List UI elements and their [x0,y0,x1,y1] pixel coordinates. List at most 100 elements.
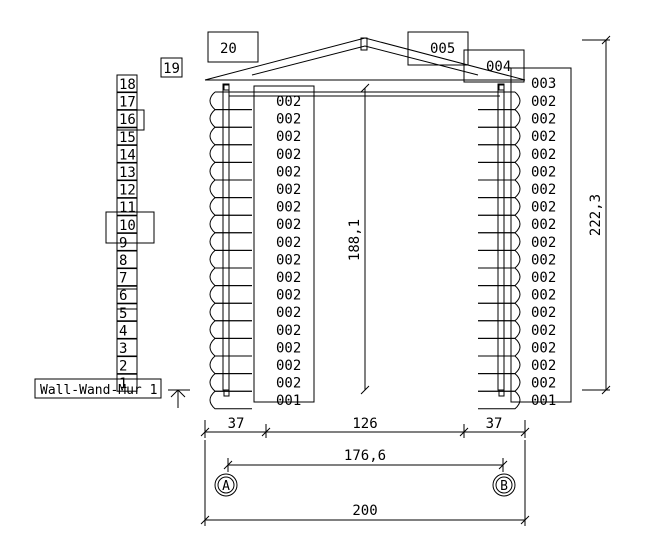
log-number: 11 [119,200,136,216]
log-course [209,179,252,199]
log-course [209,232,252,251]
left-column-label: 002 [276,305,301,321]
log-course [478,91,521,111]
log-number-box [116,320,138,339]
log-course [209,285,252,304]
log-course [209,267,252,287]
right-column-label: 002 [531,235,556,251]
axis-distance-label: 176,6 [344,448,386,464]
right-column-labels: 0020020020020020020020020020020020020020… [531,94,556,409]
log-number-box [116,373,138,392]
log-course [209,302,252,322]
log-number: 15 [119,130,136,146]
roof-tag-ridge-right: 004 [463,49,525,83]
log-number: 18 [119,77,136,93]
log-course [478,267,521,287]
log-number: 6 [119,288,127,304]
right-column-label: 002 [531,217,556,233]
right-column-label: 002 [531,358,556,374]
left-column-label: 002 [276,358,301,374]
log-course [209,390,252,410]
right-column-label: 002 [531,376,556,392]
overall-width-label: 200 [352,503,377,519]
left-column-label: 002 [276,252,301,268]
log-course [209,355,252,375]
right-column-label: 002 [531,200,556,216]
log-number-box [116,144,138,163]
log-number: 10 [119,218,136,234]
log-number-box [116,215,138,234]
log-number-highlight [116,109,145,131]
right-column-label: 002 [531,129,556,145]
left-column-label: 002 [276,200,301,216]
right-column-label: 002 [531,182,556,198]
overall-width-dimension [200,440,530,526]
left-column-label: 002 [276,376,301,392]
left-column-label: 002 [276,323,301,339]
log-course [209,109,252,128]
log-number: 8 [119,253,127,269]
right-column-label: 002 [531,147,556,163]
left-column-label: 002 [276,235,301,251]
axis-a-label: A [222,479,230,494]
log-number-box [116,250,138,269]
left-column-label: 002 [276,182,301,198]
left-column-label: 002 [276,147,301,163]
log-number: 2 [119,359,127,375]
axis-b-label: B [500,479,508,494]
log-course [478,373,521,392]
log-number: 1 [119,376,127,392]
log-course [478,197,521,216]
log-course [209,373,252,392]
log-number: 14 [119,147,136,163]
height-inner-label: 188,1 [347,219,363,261]
roof-tag-ridge-center-text: 005 [430,41,455,57]
log-number-box [116,338,138,357]
log-course [478,109,521,128]
log-course [478,302,521,322]
log-course [209,197,252,216]
right-column-label: 002 [531,323,556,339]
right-column-label: 002 [531,94,556,110]
log-number-highlight [116,288,138,310]
log-number-box [116,162,138,181]
height-inner-dimension [360,83,370,395]
log-course [209,250,252,269]
log-course [478,162,521,181]
log-number-box [116,268,138,287]
roof-outline [204,37,526,81]
log-number-box [116,197,138,216]
log-number: 3 [119,341,127,357]
section-arrow-icon [168,389,190,408]
log-number: 5 [119,306,127,322]
log-course [478,338,521,357]
wall-label-text: Wall-Wand-Mur 1 [40,383,157,398]
log-courses [209,91,521,410]
log-number-box [116,127,138,146]
log-course [209,338,252,357]
log-course [478,355,521,375]
log-number: 12 [119,183,136,199]
log-number: 7 [119,271,127,287]
log-course [209,144,252,163]
left-column-label: 002 [276,217,301,233]
log-course [478,285,521,304]
log-number-box [116,180,138,199]
right-column-label: 002 [531,340,556,356]
left-column-label: 002 [276,94,301,110]
log-number-box [116,74,138,93]
axis-a-marker: A [214,473,238,497]
log-number-box [116,356,138,375]
left-column-label: 002 [276,340,301,356]
log-number: 13 [119,165,136,181]
log-course [478,144,521,163]
segment-right-label: 37 [486,416,503,432]
roof-tag-ridge-right-text: 004 [486,59,511,75]
right-column-label: 002 [531,164,556,180]
right-column-label: 002 [531,305,556,321]
right-column-label: 002 [531,112,556,128]
roof-tag-ridge-center: 005 [407,31,469,66]
log-course [478,214,521,234]
